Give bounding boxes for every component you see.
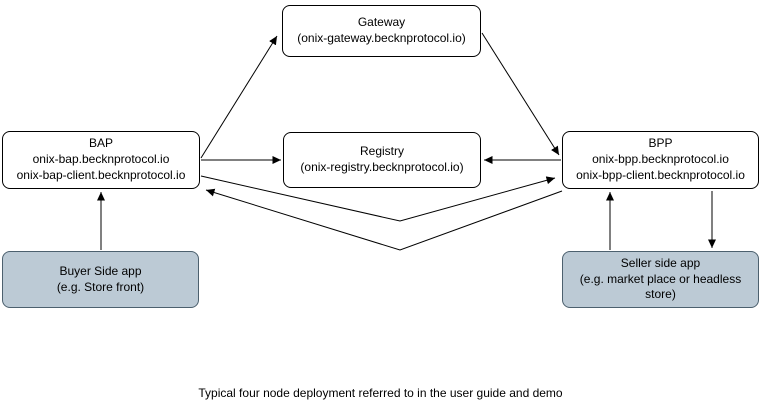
buyer-app-subtitle: (e.g. Store front) (56, 279, 145, 294)
registry-subtitle: (onix-registry.becknprotocol.io) (300, 160, 464, 174)
bpp-title: BPP (648, 136, 673, 151)
bap-domain-1: onix-bap.becknprotocol.io (32, 152, 170, 167)
node-bpp: BPP onix-bpp.becknprotocol.io onix-bpp-c… (562, 131, 759, 189)
bpp-domain-1: onix-bpp.becknprotocol.io (592, 152, 729, 167)
diagram-caption: Typical four node deployment referred to… (198, 386, 563, 400)
node-seller-app: Seller side app (e.g. market place or he… (562, 251, 759, 308)
gateway-subtitle: (onix-gateway.becknprotocol.io) (297, 31, 466, 45)
seller-app-title: Seller side app (620, 255, 701, 270)
seller-app-subtitle: (e.g. market place or headless store) (579, 271, 742, 302)
arrow-bpp-to-bap (205, 188, 563, 251)
node-bap: BAP onix-bap.becknprotocol.io onix-bap-c… (2, 131, 200, 189)
gateway-title: Gateway (357, 15, 406, 30)
buyer-app-title: Buyer Side app (59, 263, 142, 278)
arrow-bap-to-gateway (200, 35, 278, 159)
node-buyer-app: Buyer Side app (e.g. Store front) (2, 251, 199, 308)
node-registry: Registry (onix-registry.becknprotocol.io… (283, 132, 481, 188)
arrow-gateway-to-bpp (481, 32, 560, 156)
node-gateway: Gateway (onix-gateway.becknprotocol.io) (282, 5, 481, 57)
registry-title: Registry (359, 144, 404, 159)
bap-domain-2: onix-bap-client.becknprotocol.io (16, 167, 186, 182)
bap-title: BAP (88, 136, 113, 151)
bpp-domain-2: onix-bpp-client.becknprotocol.io (576, 167, 745, 182)
